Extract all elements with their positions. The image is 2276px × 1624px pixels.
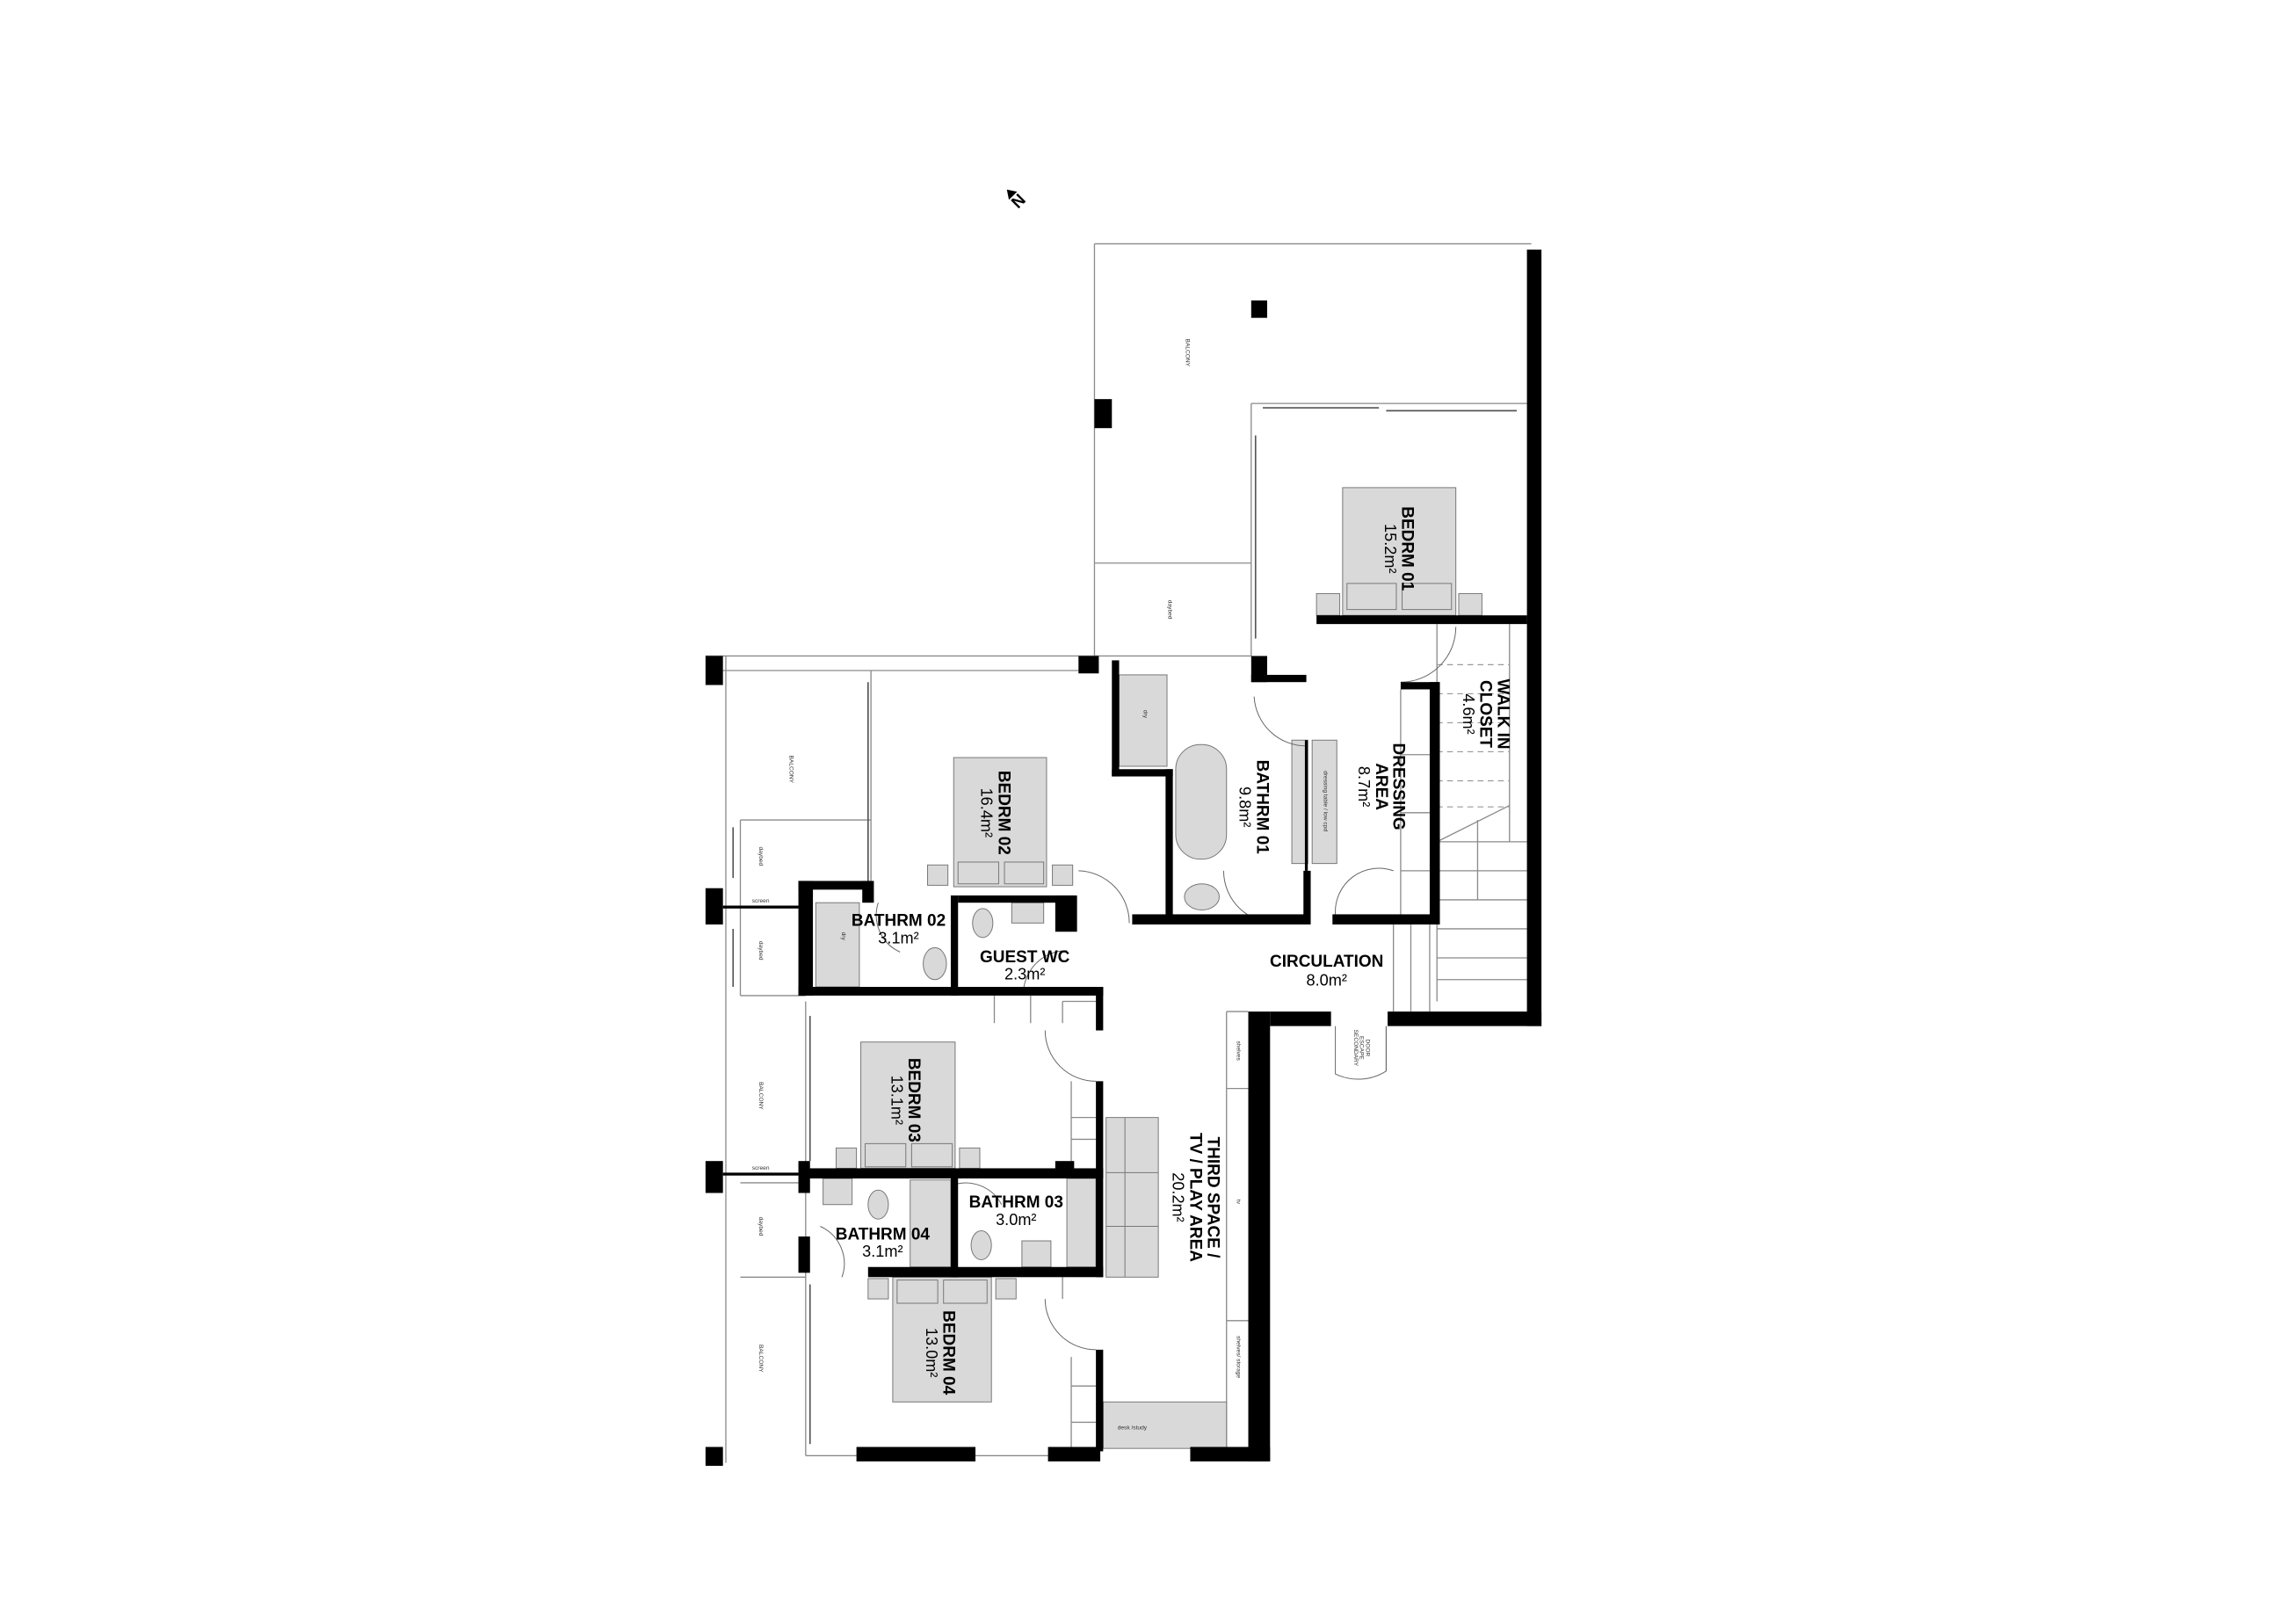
shelves-label: shelves bbox=[1235, 1040, 1241, 1061]
dry-label: dry bbox=[840, 932, 846, 941]
room-area: 13.0m² bbox=[923, 1328, 940, 1378]
balcony-label: BALCONY bbox=[1184, 339, 1190, 367]
balcony-label: BALCONY bbox=[757, 1082, 764, 1110]
sofa bbox=[1105, 1117, 1159, 1278]
room-name: BEDRM 01 bbox=[1398, 506, 1417, 591]
room-area: 13.1m² bbox=[888, 1076, 905, 1126]
room-name: WALK IN bbox=[1494, 678, 1512, 749]
room-area: 15.2m² bbox=[1381, 524, 1399, 574]
bathtub bbox=[1175, 743, 1228, 860]
escape-door-label: SECONDARY bbox=[1352, 1030, 1359, 1067]
room-label-bathrm03: BATHRM 03 3.0m² bbox=[969, 1193, 1063, 1229]
escape-door-label: ESCAPE bbox=[1359, 1036, 1365, 1060]
room-name: GUEST WC bbox=[980, 948, 1070, 967]
room-name: AREA bbox=[1372, 763, 1390, 810]
screen-label: screen bbox=[752, 1165, 770, 1171]
room-label-bedrm01: BEDRM 01 15.2m² bbox=[1381, 506, 1417, 591]
room-area: 3.1m² bbox=[862, 1243, 902, 1260]
room-name: BATHRM 02 bbox=[852, 912, 946, 931]
room-name: BEDRM 04 bbox=[939, 1310, 958, 1395]
room-label-walk-in-closet: WALK IN CLOSET 4.6m² bbox=[1460, 678, 1512, 749]
walls bbox=[705, 250, 1542, 1466]
room-label-bedrm02: BEDRM 02 16.4m² bbox=[978, 771, 1013, 855]
dry-label: dry bbox=[1142, 710, 1149, 719]
room-label-guest-wc: GUEST WC 2.3m² bbox=[980, 948, 1070, 983]
daybed-label: daybed bbox=[757, 847, 764, 866]
toilet bbox=[1184, 883, 1220, 910]
daybed-label: daybed bbox=[1167, 600, 1173, 620]
room-label-bathrm01: BATHRM 01 9.8m² bbox=[1236, 760, 1272, 855]
room-area: 3.1m² bbox=[878, 929, 918, 946]
room-name: CLOSET bbox=[1476, 680, 1495, 748]
room-label-third-space: THIRD SPACE / TV / PLAY AREA 20.2m² bbox=[1170, 1133, 1222, 1262]
shower-bathrm01 bbox=[1119, 674, 1168, 767]
room-area: 2.3m² bbox=[1004, 966, 1045, 983]
dressing-table-label: dressing table / low cpd bbox=[1322, 771, 1328, 831]
room-name: CIRCULATION bbox=[1270, 953, 1383, 971]
dressing-table bbox=[1311, 739, 1337, 865]
room-area: 9.8m² bbox=[1236, 787, 1254, 827]
room-label-bathrm04: BATHRM 04 3.1m² bbox=[836, 1225, 931, 1260]
room-area: 3.0m² bbox=[996, 1211, 1036, 1229]
furniture bbox=[815, 487, 1482, 1449]
room-label-bedrm03: BEDRM 03 13.1m² bbox=[888, 1058, 923, 1142]
room-area: 16.4m² bbox=[978, 788, 996, 838]
daybed-label: daybed bbox=[757, 1217, 764, 1236]
desk-study-label: desk /study bbox=[1118, 1425, 1148, 1432]
shelves-storage-label: shelves/ storage bbox=[1235, 1336, 1241, 1378]
balcony-label: BALCONY bbox=[757, 1345, 764, 1373]
balcony-label: BALCONY bbox=[788, 756, 794, 784]
room-label-dressing-area: DRESSING AREA 8.7m² bbox=[1355, 743, 1408, 830]
room-name: BATHRM 04 bbox=[836, 1225, 931, 1243]
room-area: 20.2m² bbox=[1170, 1172, 1187, 1222]
room-area: 4.6m² bbox=[1460, 693, 1477, 734]
room-area: 8.0m² bbox=[1306, 971, 1346, 989]
outlines bbox=[705, 243, 1532, 1463]
room-name: BATHRM 01 bbox=[1252, 760, 1271, 855]
daybed-label: daybed bbox=[757, 941, 764, 961]
shower-bathrm02 bbox=[815, 902, 860, 988]
room-name: BEDRM 03 bbox=[904, 1058, 923, 1142]
annotations: BALCONY BALCONY BALCONY BALCONY daybed d… bbox=[752, 339, 1371, 1432]
room-name: DRESSING bbox=[1389, 743, 1408, 830]
room-name: THIRD SPACE / bbox=[1203, 1137, 1221, 1259]
tv-label: tv bbox=[1235, 1200, 1241, 1205]
screen-label: screen bbox=[752, 898, 770, 904]
room-name: TV / PLAY AREA bbox=[1185, 1133, 1204, 1262]
room-label-bathrm02: BATHRM 02 3.1m² bbox=[852, 912, 946, 947]
desk bbox=[1102, 1401, 1228, 1449]
room-area: 8.7m² bbox=[1355, 766, 1373, 807]
room-name: BEDRM 02 bbox=[994, 771, 1012, 855]
room-name: BATHRM 03 bbox=[969, 1193, 1063, 1212]
escape-door-label: DOOR bbox=[1364, 1039, 1370, 1056]
room-label-bedrm04: BEDRM 04 13.0m² bbox=[923, 1310, 958, 1395]
room-label-circulation: CIRCULATION 8.0m² bbox=[1270, 953, 1383, 989]
